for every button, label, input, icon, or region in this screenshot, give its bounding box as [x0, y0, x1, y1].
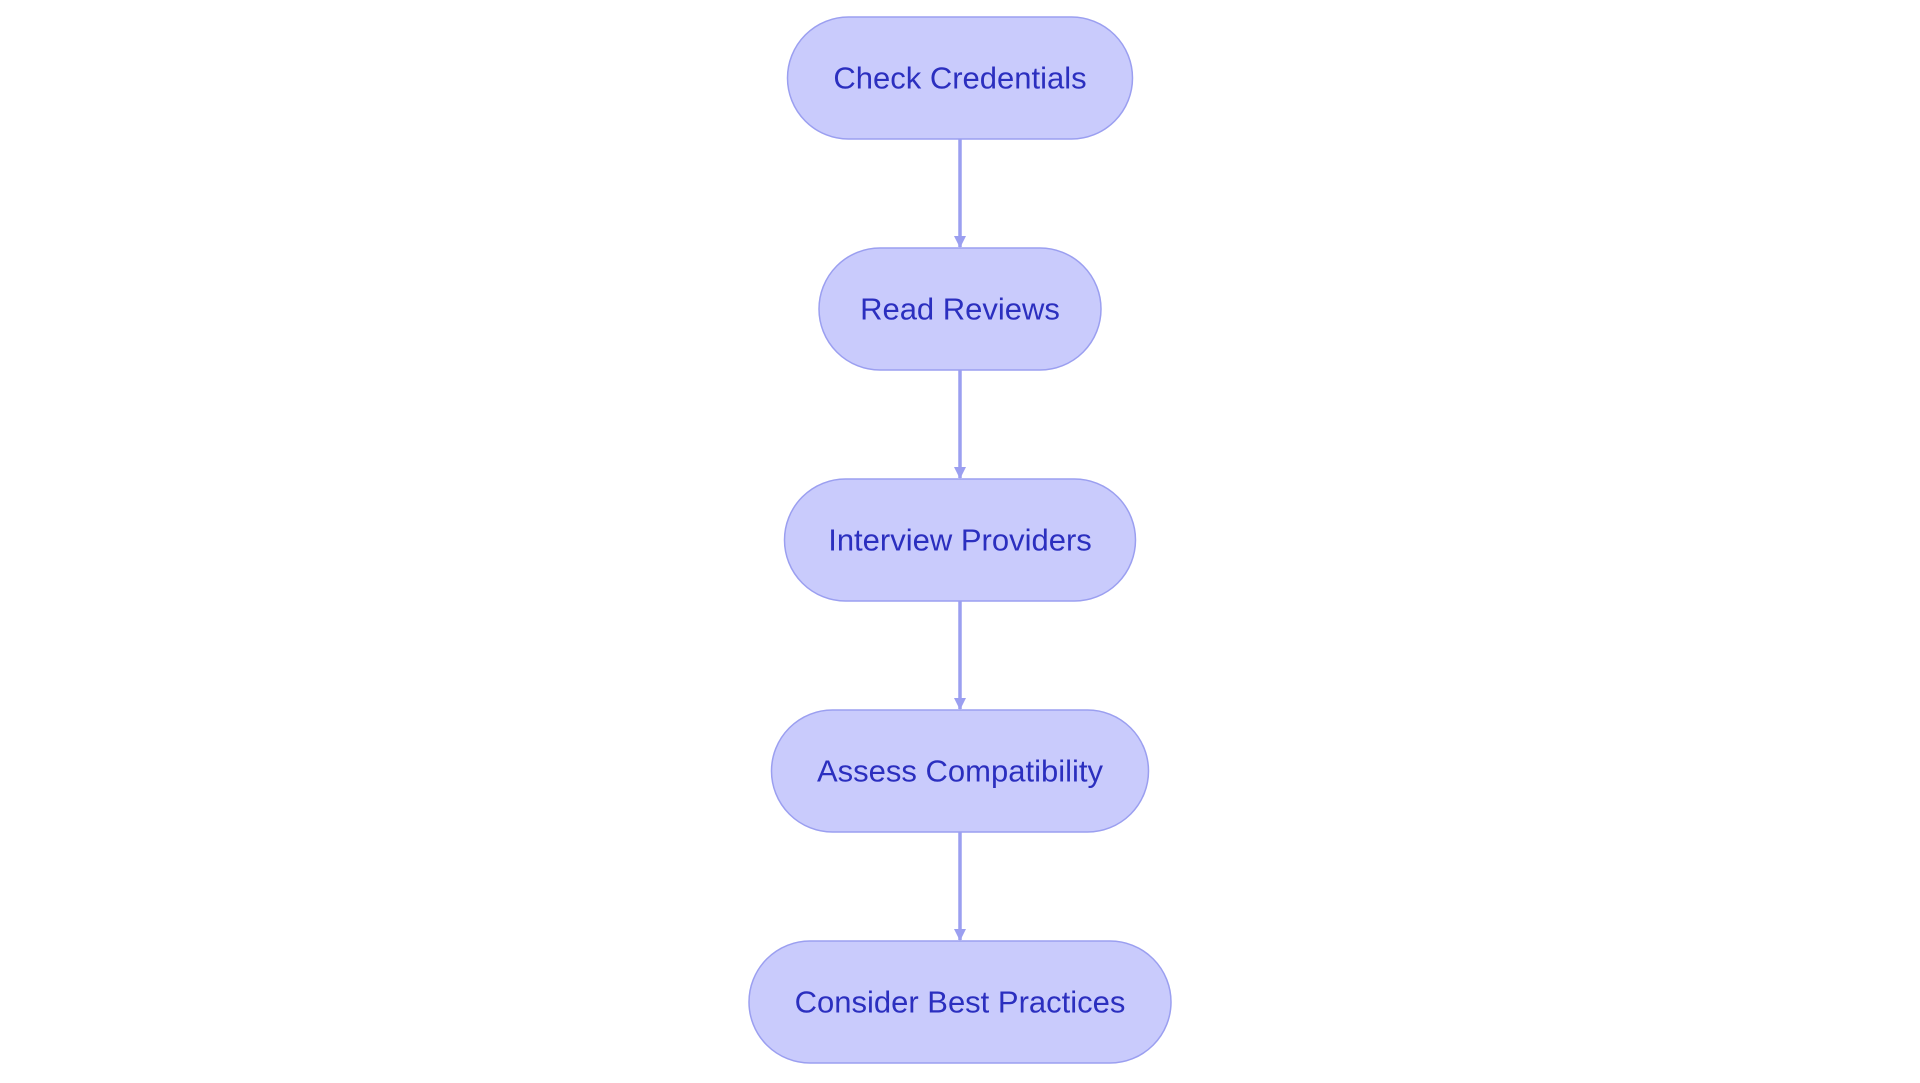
flow-node-consider-best-practices: Consider Best Practices: [748, 940, 1172, 1064]
node-shape: [770, 709, 1150, 833]
flow-node-read-reviews: Read Reviews: [818, 247, 1102, 371]
node-label: Check Credentials: [833, 61, 1086, 96]
flow-node-interview-providers: Interview Providers: [783, 478, 1137, 602]
flow-node-assess-compatibility: Assess Compatibility: [770, 709, 1150, 833]
node-shape: [818, 247, 1102, 371]
node-label: Assess Compatibility: [817, 754, 1103, 789]
node-label: Read Reviews: [860, 292, 1060, 327]
node-shape: [783, 478, 1137, 602]
node-shape: [786, 16, 1134, 140]
flow-node-check-credentials: Check Credentials: [786, 16, 1134, 140]
node-label: Consider Best Practices: [795, 985, 1126, 1020]
node-shape: [748, 940, 1172, 1064]
node-label: Interview Providers: [828, 523, 1092, 558]
